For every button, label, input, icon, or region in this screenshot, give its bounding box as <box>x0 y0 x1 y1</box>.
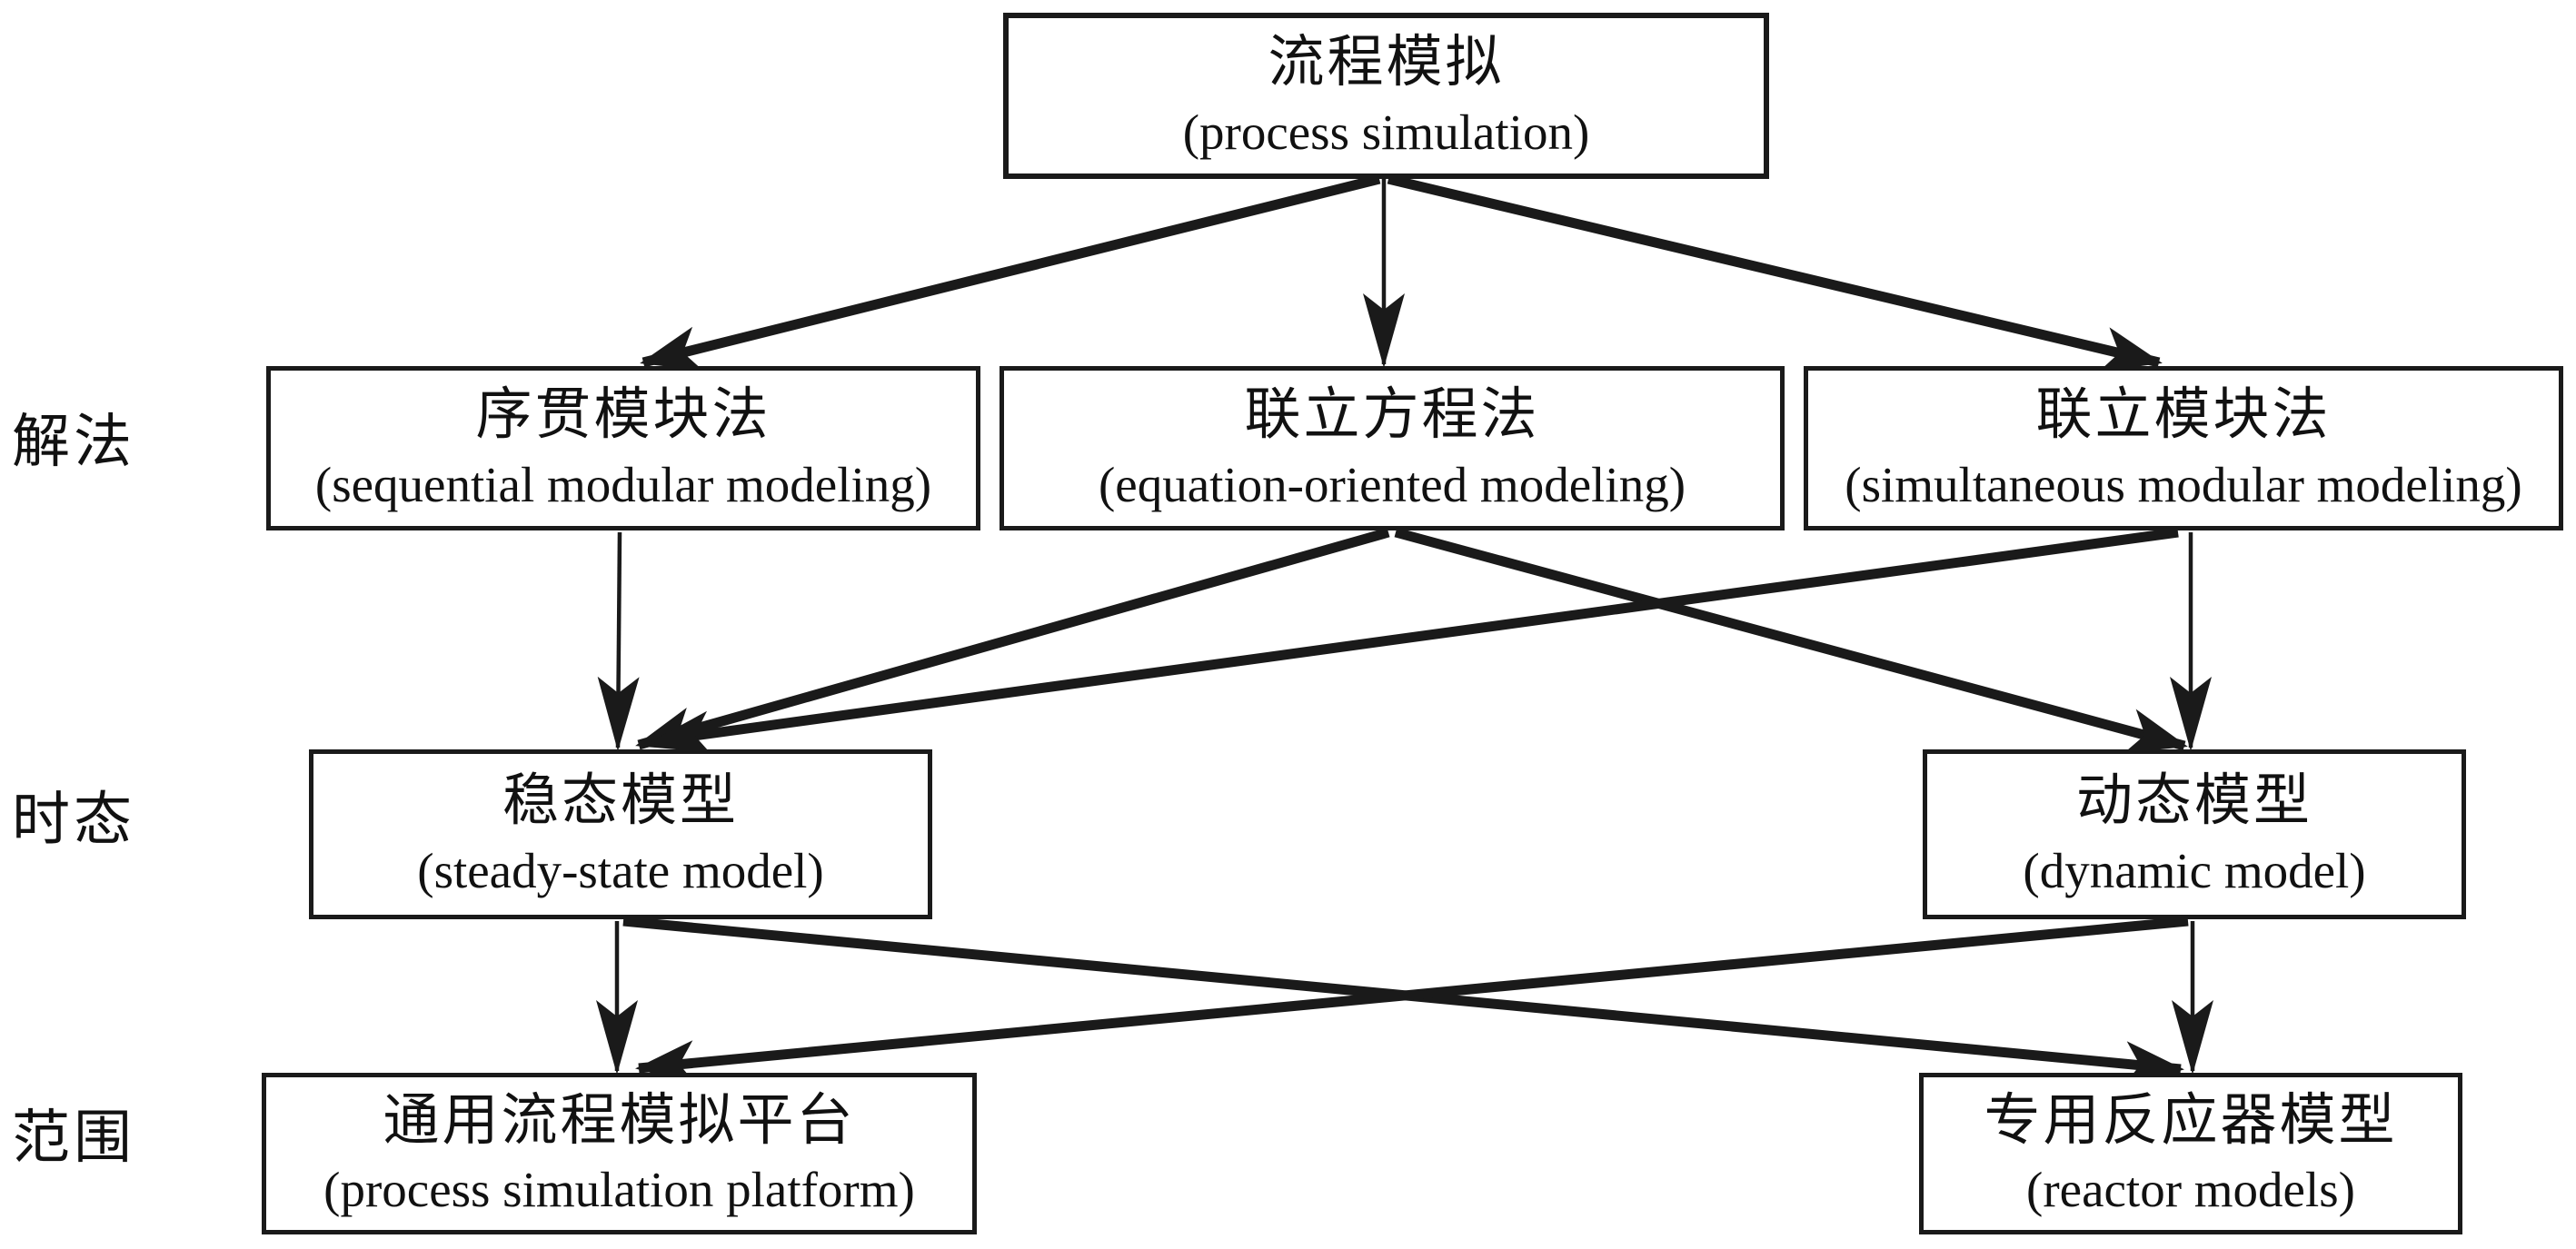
node-equation-oriented-zh-label: 联立方程法 <box>1244 384 1540 447</box>
node-simultaneous-modular-zh-label: 联立模块法 <box>2035 384 2332 447</box>
node-reactor-models-en-label: (reactor models) <box>2026 1162 2355 1218</box>
node-dynamic-model-zh-label: 动态模型 <box>2075 770 2312 833</box>
node-sequential-modular: 序贯模块法 (sequential modular modeling) <box>266 366 980 530</box>
edge-process-to-simultaneous-arrow <box>1387 173 2163 372</box>
node-reactor-models: 专用反应器模型 (reactor models) <box>1919 1073 2462 1234</box>
row-label-scope: 范围 <box>12 1105 135 1170</box>
node-simulation-platform: 通用流程模拟平台 (process simulation platform) <box>262 1073 977 1234</box>
edge-equation-to-dynamic-arrow <box>1394 527 2188 753</box>
node-process-simulation-zh-label: 流程模拟 <box>1268 32 1505 94</box>
edge-equation-to-steady-arrow <box>635 527 1390 752</box>
edge-sequential-to-steady-arrow <box>597 531 640 751</box>
node-sequential-modular-en-label: (sequential modular modeling) <box>314 456 932 512</box>
node-steady-state-model: 稳态模型 (steady-state model) <box>309 749 932 919</box>
node-steady-state-model-zh-label: 稳态模型 <box>502 770 739 833</box>
node-simulation-platform-en-label: (process simulation platform) <box>323 1162 915 1218</box>
node-sequential-modular-zh-label: 序贯模块法 <box>475 384 771 447</box>
node-equation-oriented-en-label: (equation-oriented modeling) <box>1098 456 1686 512</box>
node-process-simulation-en-label: (process simulation) <box>1182 104 1590 160</box>
edge-simultaneous-to-steady-arrow <box>651 527 2179 757</box>
node-simultaneous-modular-en-label: (simultaneous modular modeling) <box>1845 456 2522 512</box>
node-dynamic-model: 动态模型 (dynamic model) <box>1923 749 2466 919</box>
node-reactor-models-zh-label: 专用反应器模型 <box>1984 1089 2398 1152</box>
node-steady-state-model-en-label: (steady-state model) <box>417 842 824 898</box>
row-label-temporal-state: 时态 <box>12 788 135 852</box>
node-process-simulation: 流程模拟 (process simulation) <box>1003 13 1769 179</box>
node-simulation-platform-zh-label: 通用流程模拟平台 <box>383 1089 856 1152</box>
node-simultaneous-modular: 联立模块法 (simultaneous modular modeling) <box>1804 366 2563 530</box>
edge-process-to-sequential-arrow <box>640 173 1381 372</box>
row-label-solution-method: 解法 <box>12 410 135 474</box>
node-dynamic-model-en-label: (dynamic model) <box>2023 842 2366 898</box>
node-equation-oriented: 联立方程法 (equation-oriented modeling) <box>1000 366 1785 530</box>
edge-dynamic-to-platform-arrow <box>635 916 2189 1086</box>
